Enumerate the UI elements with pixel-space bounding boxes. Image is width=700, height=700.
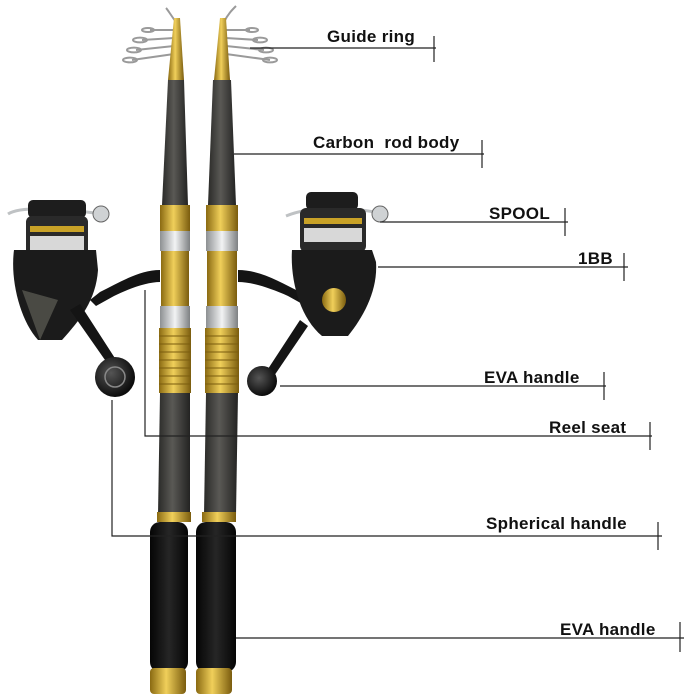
label-1bb: 1BB (578, 249, 613, 269)
guide-rings-left (123, 8, 176, 62)
reel-left (8, 200, 160, 397)
label-eva-handle-reel: EVA handle (484, 368, 580, 388)
label-reel-seat: Reel seat (549, 418, 626, 438)
label-carbon-rod-body: Carbon rod body (313, 133, 459, 153)
rod-left (123, 8, 191, 694)
rod-right (196, 6, 277, 694)
label-eva-handle-grip: EVA handle (560, 620, 656, 640)
guide-rings-right (224, 6, 277, 62)
label-guide-ring: Guide ring (327, 27, 415, 47)
label-spherical-handle: Spherical handle (486, 514, 627, 534)
label-spool: SPOOL (489, 204, 550, 224)
reel-right (238, 192, 388, 396)
